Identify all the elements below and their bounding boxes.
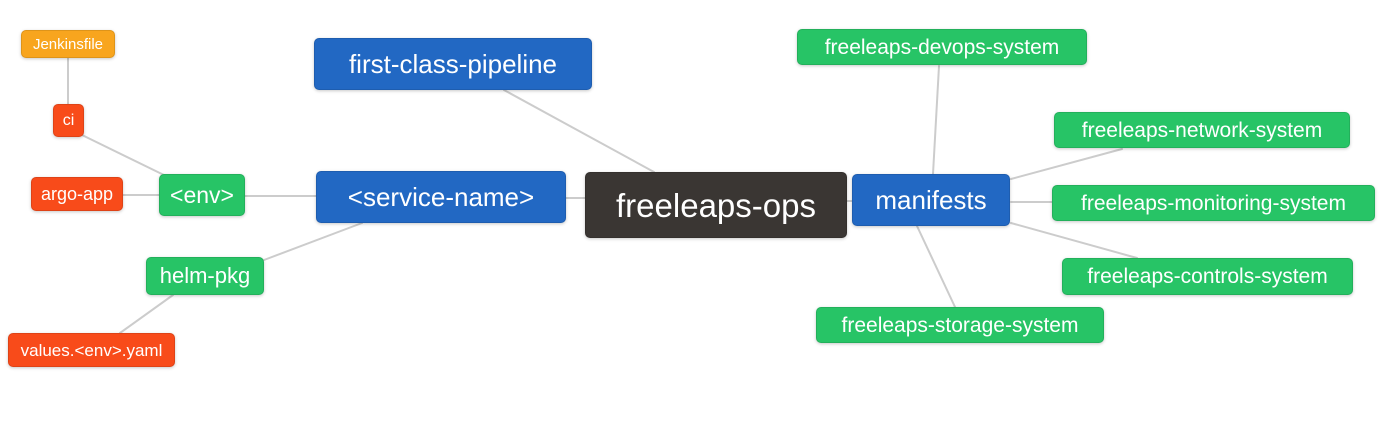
node-argo-app[interactable]: argo-app	[31, 177, 123, 211]
edge-ci-to-env	[81, 134, 169, 178]
node-values-env-yaml[interactable]: values.<env>.yaml	[8, 333, 175, 367]
edge-first-class-pipeline-to-freeleaps-ops	[503, 89, 655, 173]
edge-helm-pkg-to-values-env-yaml	[119, 294, 174, 334]
node-env[interactable]: <env>	[159, 174, 245, 216]
node-network-system[interactable]: freeleaps-network-system	[1054, 112, 1350, 148]
node-service-name[interactable]: <service-name>	[316, 171, 566, 223]
node-manifests[interactable]: manifests	[852, 174, 1010, 226]
node-controls-system[interactable]: freeleaps-controls-system	[1062, 258, 1353, 295]
node-ci[interactable]: ci	[53, 104, 84, 137]
node-first-class-pipeline[interactable]: first-class-pipeline	[314, 38, 592, 90]
node-monitoring-system[interactable]: freeleaps-monitoring-system	[1052, 185, 1375, 221]
edge-manifests-to-network-system	[1010, 148, 1123, 180]
node-freeleaps-ops[interactable]: freeleaps-ops	[585, 172, 847, 238]
edge-manifests-to-devops-system	[932, 65, 940, 175]
edge-service-name-to-helm-pkg	[263, 222, 363, 261]
edge-manifests-to-controls-system	[1010, 222, 1138, 259]
node-devops-system[interactable]: freeleaps-devops-system	[797, 29, 1087, 65]
node-jenkinsfile[interactable]: Jenkinsfile	[21, 30, 115, 58]
node-helm-pkg[interactable]: helm-pkg	[146, 257, 264, 295]
node-storage-system[interactable]: freeleaps-storage-system	[816, 307, 1104, 343]
edge-manifests-to-storage-system	[916, 225, 956, 308]
